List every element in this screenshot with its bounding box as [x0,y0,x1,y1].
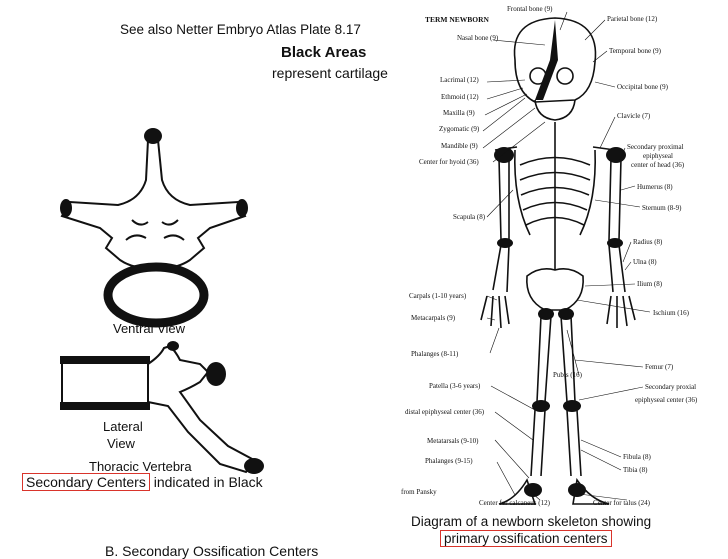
label-phalanges-foot: Phalanges (9-15) [425,457,473,465]
elbow-cartilage-left [497,238,513,248]
label-ethmoid: Ethmoid (12) [441,93,479,101]
label-sternum: Sternum (8-9) [642,204,682,212]
represent-cartilage-note: represent cartilage [272,65,388,81]
vertebra-caption-rest: indicated in Black [149,474,263,490]
humerus-head-cartilage-left [494,147,514,163]
left-transverse-tip-cartilage [60,199,72,217]
footer-cutoff-heading: B. Secondary Ossification Centers [105,543,319,559]
label-zygomatic: Zygomatic (9) [439,125,480,133]
label-femur: Femur (7) [645,363,674,371]
knee-cartilage-left [532,400,550,412]
label-ulna: Ulna (8) [633,258,657,266]
term-newborn-label: TERM NEWBORN [425,15,490,24]
lateral-spinous-cartilage [244,458,264,474]
label-ischium: Ischium (16) [653,309,690,317]
thoracic-vertebra-label: Thoracic Vertebra [89,459,192,474]
skeleton-caption-line1: Diagram of a newborn skeleton showing [411,514,652,529]
elbow-cartilage-right [607,238,623,248]
label-maxilla: Maxilla (9) [443,109,475,117]
label-pubis: Pubis (16) [553,371,583,379]
label-occipital: Occipital bone (9) [617,83,669,91]
label-epiphyseal: epiphyseal [643,152,673,160]
lateral-articular-cartilage [167,341,179,351]
secondary-centers-highlight: Secondary Centers [22,473,150,491]
femur-head-cartilage-left [538,308,554,320]
humerus-head-cartilage-right [606,147,626,163]
label-metacarpals: Metacarpals (9) [411,314,456,322]
label-secondary-proximal: Secondary proximal [627,143,684,151]
label-nasal: Nasal bone (9) [457,34,499,42]
label-mandible: Mandible (9) [441,142,478,150]
label-hyoid: Center for hyoid (36) [419,158,479,166]
see-also-note: See also Netter Embryo Atlas Plate 8.17 [120,22,361,37]
label-humerus: Humerus (8) [637,183,673,191]
label-temporal: Temporal bone (9) [609,47,662,55]
label-frontal: Frontal bone (9) [507,5,553,13]
label-scapula: Scapula (8) [453,213,486,221]
ventral-view-drawing [60,139,247,270]
lateral-label: Lateral [103,419,143,434]
label-parietal: Parietal bone (12) [607,15,658,23]
lateral-transverse-cartilage [206,362,226,386]
from-pansky-credit: from Pansky [401,488,437,496]
upper-epiphyseal-ring [60,356,150,364]
suture-cartilage [535,20,558,100]
vertebra-caption: Secondary Centers indicated in Black [22,473,263,491]
lower-epiphyseal-ring [60,402,150,410]
label-patella: Patella (3-6 years) [429,382,481,390]
talus-cartilage [568,483,586,497]
label-distal-epiphyseal: distal epiphyseal center (36) [405,408,485,416]
femur-head-cartilage-right [558,308,574,320]
label-radius: Radius (8) [633,238,663,246]
label-clavicle: Clavicle (7) [617,112,651,120]
label-metatarsals: Metatarsals (9-10) [427,437,479,445]
knee-cartilage-right [563,400,581,412]
spinous-tip-cartilage [144,128,162,144]
calcaneus-cartilage [524,483,542,497]
label-lacrimal: Lacrimal (12) [440,76,479,84]
right-transverse-tip-cartilage [236,199,248,217]
vertebral-body-ring [103,262,209,328]
newborn-skeleton-diagram: TERM NEWBORN Nasal bone (9) Lacrimal (12… [401,5,698,507]
label-calcaneus: Center for calcaneus (12) [479,499,551,507]
label-carpals: Carpals (1-10 years) [409,292,467,300]
ventral-view-label: Ventral View [113,321,186,336]
view-label: View [107,436,135,451]
black-areas-heading: Black Areas [281,44,367,61]
label-center-of-head: center of head (36) [631,161,685,169]
thoracic-vertebra-diagram [60,128,264,474]
primary-ossification-highlight: primary ossification centers [440,530,612,547]
label-ilium: Ilium (8) [637,280,663,288]
label-secondary-proxial: Secondary proxial [645,383,696,391]
label-epiphyseal-center: epiphyseal center (36) [635,396,698,404]
label-talus: Center for talus (24) [593,499,651,507]
label-tibia: Tibia (8) [623,466,648,474]
label-phalanges-hand: Phalanges (8-11) [411,350,459,358]
label-fibula: Fibula (8) [623,453,651,461]
skeleton-caption-line2: primary ossification centers [440,530,612,547]
